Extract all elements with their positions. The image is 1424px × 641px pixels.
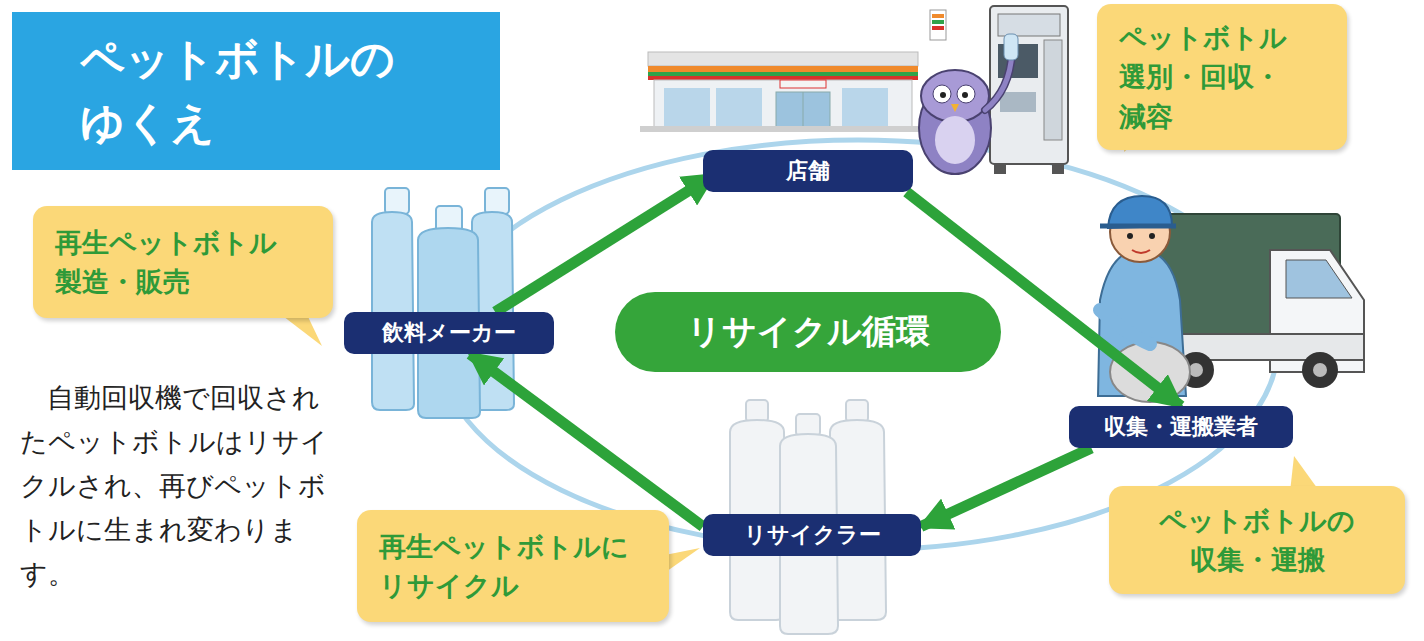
place-label: リサイクラー: [703, 514, 921, 556]
owl-mascot: [919, 34, 1018, 174]
node-text: 飲料メーカー: [358, 318, 540, 348]
speech-callout: 再生ペットボトル 製造・販売: [33, 206, 333, 318]
node-text: ペットボトル 選別・回収・減容: [1119, 18, 1325, 135]
title-text: ペットボトルの ゆくえ: [80, 27, 480, 155]
bottles-illustration: [372, 188, 514, 418]
place-label: 飲料メーカー: [344, 312, 554, 354]
node-text: 収集・運搬業者: [1083, 412, 1279, 442]
body-text: 自動回収機で回収されたペットボトルはリサイクルされ、再びペットボトルに生まれ変わ…: [20, 376, 342, 596]
node-text: ペットボトルの 収集・運搬: [1131, 501, 1383, 579]
flow-arrow: [921, 448, 1091, 527]
node-text: 再生ペットボトル 製造・販売: [55, 223, 311, 301]
store-illustration: [640, 10, 946, 132]
node-text: リサイクラー: [717, 520, 907, 550]
speech-callout: ペットボトルの 収集・運搬: [1109, 486, 1405, 594]
node-text: 店舗: [717, 156, 899, 186]
speech-callout: 再生ペットボトルに リサイクル: [357, 510, 669, 622]
flow-arrow: [470, 354, 703, 527]
node-text: 再生ペットボトルに リサイクル: [379, 527, 647, 605]
title-band: ペットボトルの ゆくえ: [12, 12, 500, 170]
center-label: リサイクル循環: [615, 292, 1001, 372]
node-text: リサイクル循環: [639, 309, 977, 355]
speech-callout: ペットボトル 選別・回収・減容: [1097, 4, 1347, 150]
place-label: 収集・運搬業者: [1069, 406, 1293, 448]
place-label: 店舗: [703, 150, 913, 192]
